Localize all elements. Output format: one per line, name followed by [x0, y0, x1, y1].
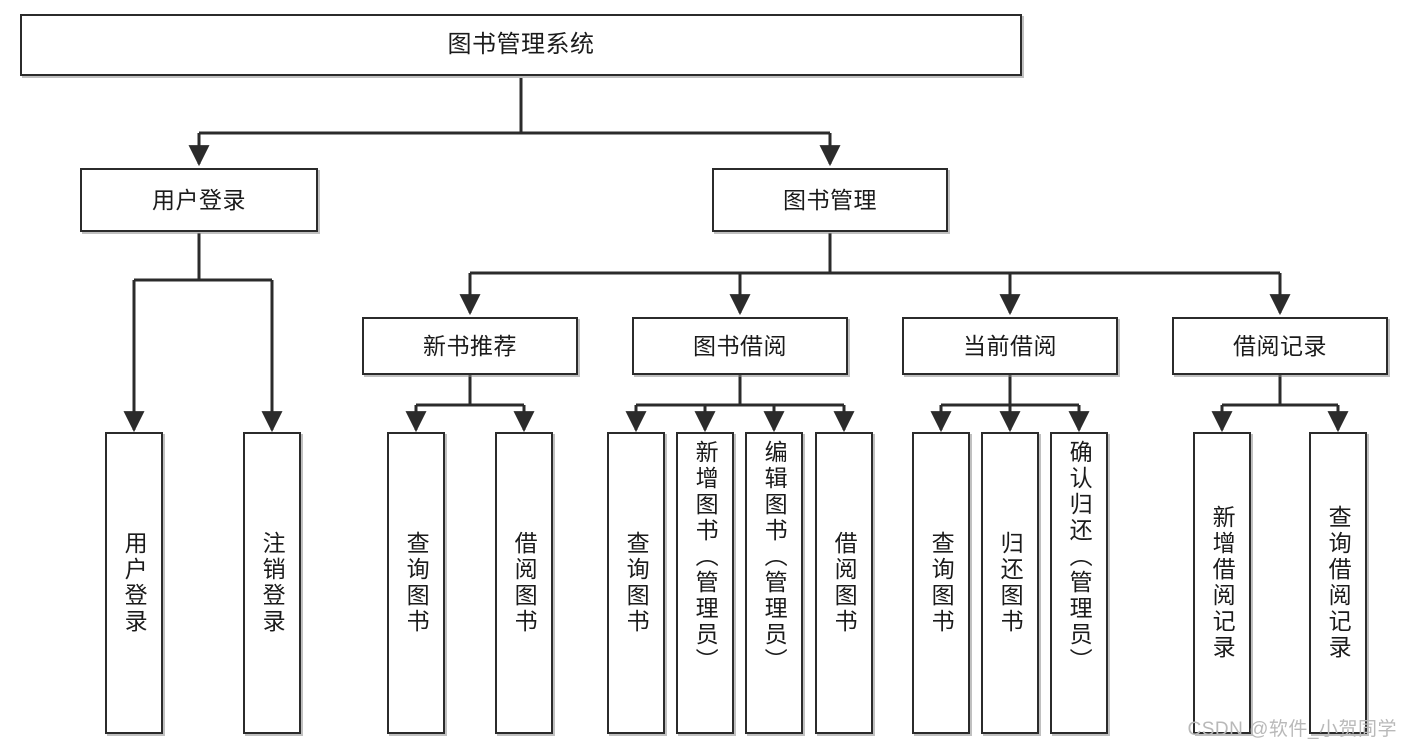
node-label: 新增图书（管理员）	[692, 440, 719, 674]
leaf-query-borrow-record[interactable]: 查询借阅记录	[1309, 432, 1367, 734]
leaf-add-book-admin[interactable]: 新增图书（管理员）	[676, 432, 734, 734]
node-label: 借阅图书	[831, 531, 858, 635]
node-label: 确认归还（管理员）	[1066, 440, 1093, 674]
leaf-edit-book-admin[interactable]: 编辑图书（管理员）	[745, 432, 803, 734]
leaf-query-book-borrow[interactable]: 查询图书	[607, 432, 665, 734]
leaf-return-book[interactable]: 归还图书	[981, 432, 1039, 734]
node-label: 新书推荐	[423, 332, 517, 359]
node-label: 图书管理系统	[447, 31, 595, 58]
node-label: 借阅记录	[1233, 332, 1327, 359]
node-label: 查询图书	[403, 531, 430, 635]
node-label: 图书管理	[783, 186, 877, 213]
node-borrow-record[interactable]: 借阅记录	[1172, 317, 1388, 375]
node-book-borrow[interactable]: 图书借阅	[632, 317, 848, 375]
node-label: 图书借阅	[693, 332, 787, 359]
node-user-login[interactable]: 用户登录	[80, 168, 318, 232]
leaf-query-book-current[interactable]: 查询图书	[912, 432, 970, 734]
node-label: 归还图书	[997, 531, 1024, 635]
node-label: 查询图书	[623, 531, 650, 635]
node-label: 注销登录	[259, 531, 286, 635]
node-label: 当前借阅	[963, 332, 1057, 359]
csdn-watermark: CSDN @软件_小贺同学	[1187, 719, 1397, 740]
node-book-management[interactable]: 图书管理	[712, 168, 948, 232]
leaf-logout[interactable]: 注销登录	[243, 432, 301, 734]
node-label: 用户登录	[121, 531, 148, 635]
leaf-borrow-book-recommend[interactable]: 借阅图书	[495, 432, 553, 734]
node-label: 查询图书	[928, 531, 955, 635]
leaf-user-login[interactable]: 用户登录	[105, 432, 163, 734]
node-root-library-management-system[interactable]: 图书管理系统	[20, 14, 1022, 76]
leaf-query-book-recommend[interactable]: 查询图书	[387, 432, 445, 734]
leaf-add-borrow-record[interactable]: 新增借阅记录	[1193, 432, 1251, 734]
leaf-borrow-book[interactable]: 借阅图书	[815, 432, 873, 734]
node-current-borrow[interactable]: 当前借阅	[902, 317, 1118, 375]
node-label: 用户登录	[152, 186, 246, 213]
node-label: 查询借阅记录	[1325, 505, 1352, 661]
leaf-confirm-return-admin[interactable]: 确认归还（管理员）	[1050, 432, 1108, 734]
node-label: 新增借阅记录	[1209, 505, 1236, 661]
node-label: 借阅图书	[511, 531, 538, 635]
node-new-book-recommend[interactable]: 新书推荐	[362, 317, 578, 375]
node-label: 编辑图书（管理员）	[761, 440, 788, 674]
